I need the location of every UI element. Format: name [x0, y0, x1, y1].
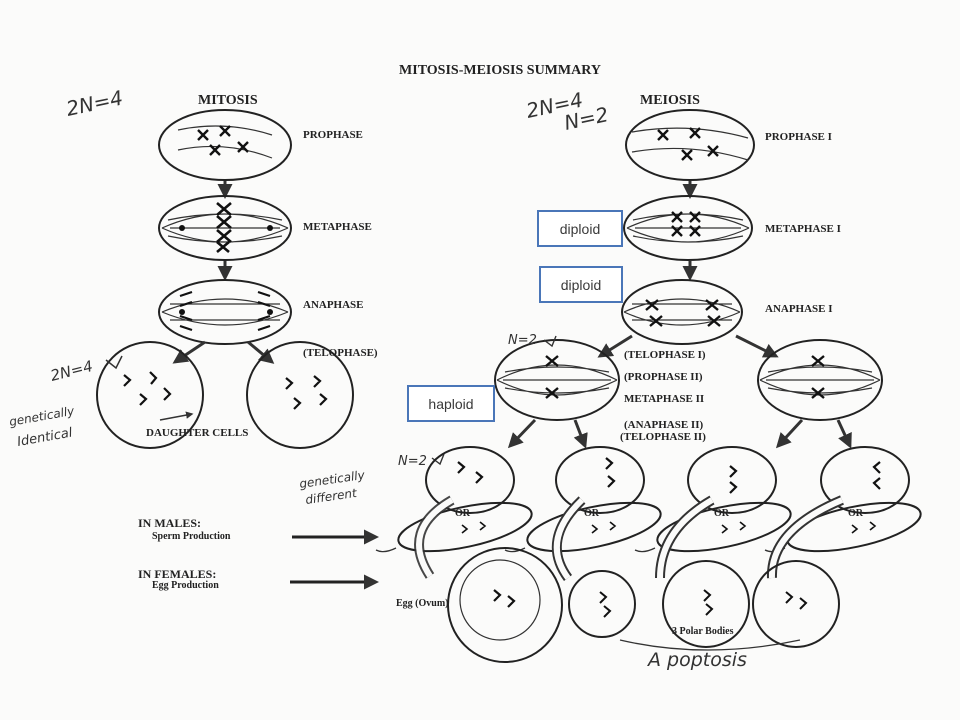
meiosis-n2-note-a: N=2 [508, 333, 537, 348]
meiosis-phase-prophase1: PROPHASE I [765, 131, 832, 143]
diploid-badge-2: diploid [539, 266, 623, 303]
mitosis-header: MITOSIS [198, 93, 258, 108]
meiosis-phase-prophase2: (PROPHASE II) [624, 371, 703, 383]
meiosis-prophase1-cell [625, 109, 755, 181]
haploid-cell-4 [820, 446, 910, 514]
mitosis-phase-prophase: PROPHASE [303, 129, 363, 141]
sperm-ellipse-3 [634, 501, 792, 553]
haploid-badge: haploid [407, 385, 495, 422]
polar-bodies-label: 3 Polar Bodies [672, 626, 734, 637]
egg-cell [447, 547, 563, 663]
meiosis-header: MEIOSIS [640, 93, 700, 108]
sperm-ellipse-1 [375, 501, 533, 553]
meiosis-metaphase2-cell-right [757, 339, 883, 421]
meiosis-n2-note-b: N=2 [398, 454, 427, 469]
meiosis-phase-metaphase2: METAPHASE II [624, 393, 704, 405]
meiosis-phase-telophase2: (TELOPHASE II) [620, 431, 706, 443]
males-title: IN MALES: [138, 516, 201, 530]
meiosis-metaphase2-cell-left [494, 339, 620, 421]
meiosis-phase-anaphase1: ANAPHASE I [765, 303, 833, 315]
different-note-line1: genetically [298, 468, 366, 491]
females-subtitle: Egg Production [152, 580, 219, 591]
mitosis-metaphase-cell [158, 195, 292, 261]
identical-note-line2: Identical [16, 425, 74, 450]
meiosis-phase-telophase1: (TELOPHASE I) [624, 349, 706, 361]
diagram-title: MITOSIS-MEIOSIS SUMMARY [399, 63, 601, 78]
mitosis-anaphase-cell [158, 279, 292, 345]
mitosis-phase-anaphase: ANAPHASE [303, 299, 364, 311]
haploid-cell-1 [425, 446, 515, 514]
or-label-2: OR [584, 508, 600, 519]
sperm-ellipse-2 [504, 501, 662, 553]
polar-body-1 [568, 570, 636, 638]
meiosis-phase-anaphase2: (ANAPHASE II) [624, 419, 703, 431]
apoptosis-note: A poptosis [646, 649, 747, 671]
daughter-cells-label: DAUGHTER CELLS [146, 427, 248, 439]
meiosis-metaphase1-cell [623, 195, 753, 261]
or-label-3: OR [714, 508, 730, 519]
females-title: IN FEMALES: [138, 567, 216, 581]
identical-note-line1: genetically [8, 404, 76, 429]
haploid-cell-2 [555, 446, 645, 514]
mitosis-ploidy-note: 2N=4 [64, 86, 125, 121]
polar-body-2 [662, 560, 750, 648]
or-label-4: OR [848, 508, 864, 519]
meiosis-phase-metaphase1: METAPHASE I [765, 223, 841, 235]
diploid-badge-1: diploid [537, 210, 623, 247]
mitosis-daughter-cell-right [246, 341, 354, 449]
haploid-cell-3 [687, 446, 777, 514]
daughter-ploidy-note: 2N=4 [49, 357, 95, 385]
mitosis-daughter-cell-left [96, 341, 204, 449]
egg-label: Egg (Ovum) [396, 598, 449, 609]
mitosis-phase-metaphase: METAPHASE [303, 221, 372, 233]
males-subtitle: Sperm Production [152, 531, 231, 542]
mitosis-prophase-cell [158, 109, 292, 181]
polar-body-3 [752, 560, 840, 648]
mitosis-phase-telophase: (TELOPHASE) [303, 347, 378, 359]
meiosis-anaphase1-cell [621, 279, 743, 345]
or-label-1: OR [455, 508, 471, 519]
